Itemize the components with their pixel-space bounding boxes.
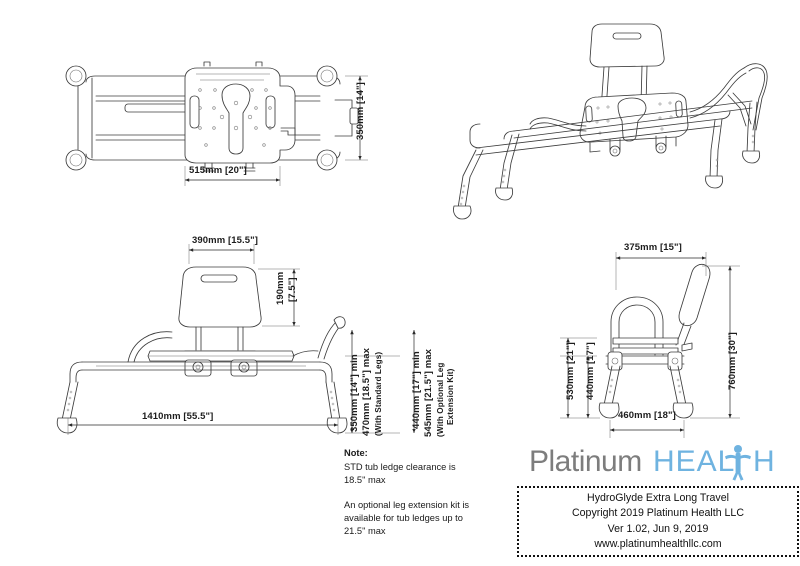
dim-top-frame-depth: 350mm [14"] bbox=[355, 82, 366, 140]
dim-ext-legs-note-line2: Extension Kit) bbox=[446, 368, 455, 425]
isometric-view-geometry bbox=[453, 23, 768, 220]
dim-side-seat-depth: 375mm [15"] bbox=[624, 242, 682, 253]
person-figure-icon bbox=[725, 445, 751, 481]
notes-p1-line2: 18.5" max bbox=[344, 475, 386, 486]
title-block: HydroGlyde Extra Long Travel Copyright 2… bbox=[517, 486, 799, 557]
dim-front-backrest-height-line1: 190mm bbox=[275, 271, 286, 305]
notes-p1-line1: STD tub ledge clearance is bbox=[344, 462, 456, 473]
titleblock-website: www.platinumhealthllc.com bbox=[594, 537, 722, 550]
side-elevation-geometry bbox=[598, 263, 711, 419]
logo-word-heal: HEAL bbox=[653, 445, 735, 478]
top-view-geometry bbox=[65, 61, 359, 172]
dim-ext-legs-min: 440mm [17"] min bbox=[411, 351, 422, 429]
dim-side-base-width: 460mm [18"] bbox=[618, 410, 676, 421]
dim-side-seat-height-min: 440mm [17"] bbox=[585, 342, 596, 400]
dim-side-overall-height: 760mm [30"] bbox=[727, 332, 738, 390]
notes-p2-line2: available for tub ledges up to bbox=[344, 512, 463, 523]
front-elevation-geometry bbox=[56, 266, 348, 434]
notes-spacer bbox=[344, 488, 519, 499]
logo-word-h: H bbox=[753, 445, 775, 478]
platinum-health-logo: Platinum HEAL H bbox=[529, 445, 775, 481]
dim-ext-legs-max: 545mm [21.5"] max bbox=[423, 348, 434, 437]
dim-front-overall-length: 1410mm [55.5"] bbox=[142, 411, 214, 422]
dim-std-legs-min: 350mm [14"] min bbox=[349, 354, 360, 432]
titleblock-copyright: Copyright 2019 Platinum Health LLC bbox=[572, 507, 744, 520]
titleblock-product-name: HydroGlyde Extra Long Travel bbox=[587, 492, 729, 505]
dim-ext-legs-note-line1: (With Optional Leg bbox=[436, 362, 445, 438]
dim-side-seat-height-max: 530mm [21"] bbox=[565, 342, 576, 400]
dim-front-backrest-height-line2: [7.5"] bbox=[287, 277, 298, 302]
dim-std-legs-note: (With Standard Legs) bbox=[374, 351, 383, 436]
logo-word-platinum: Platinum bbox=[529, 445, 642, 478]
front-elevation-dimension-lines bbox=[67, 244, 416, 435]
top-view-dimension-lines bbox=[184, 75, 368, 186]
dim-top-seat-width: 515mm [20"] bbox=[189, 165, 247, 176]
notes-title: Note: bbox=[344, 448, 368, 458]
notes-p2-line3: 21.5" max bbox=[344, 525, 386, 536]
notes-block: Note: STD tub ledge clearance is 18.5" m… bbox=[344, 447, 519, 538]
side-elevation-dimension-lines bbox=[560, 252, 740, 438]
titleblock-version: Ver 1.02, Jun 9, 2019 bbox=[607, 522, 709, 535]
dim-std-legs-max: 470mm [18.5"] max bbox=[361, 347, 372, 436]
notes-p2-line1: An optional leg extension kit is bbox=[344, 499, 470, 510]
dim-front-backrest-width: 390mm [15.5"] bbox=[192, 235, 259, 246]
